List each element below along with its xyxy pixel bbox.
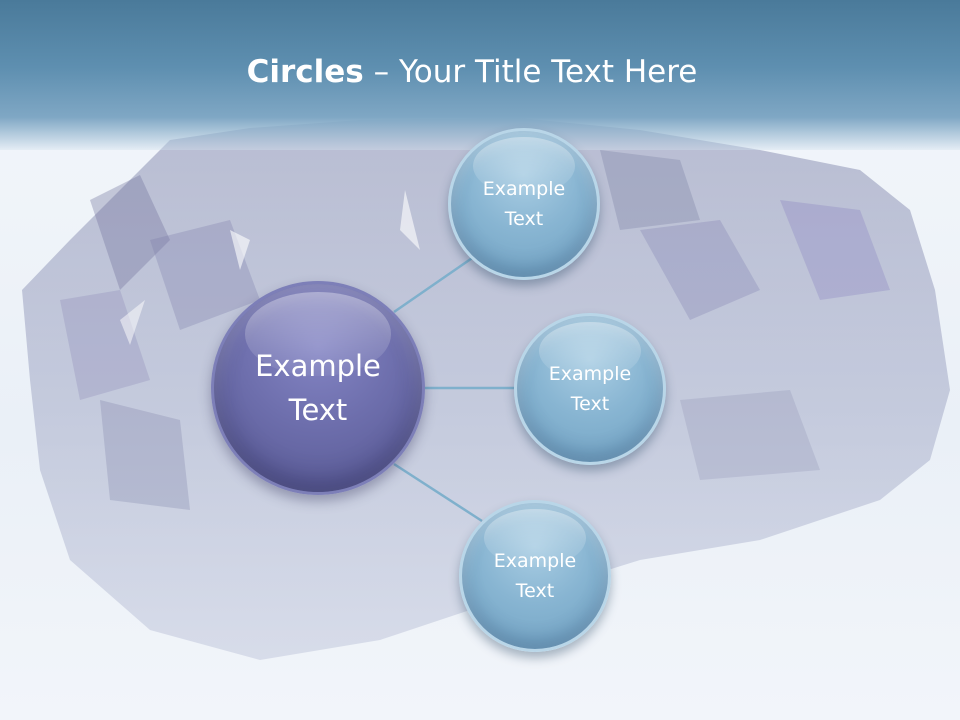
crystal-highlight (120, 300, 145, 345)
title-bold-word: Circles (246, 54, 364, 90)
center-label-line2: Text (288, 393, 348, 427)
satellite-label-line1: Example (493, 550, 577, 572)
crystal-facet (600, 150, 700, 230)
crystal-facet (100, 400, 190, 510)
crystal-facet (680, 390, 820, 480)
satellite-label-line2: Text (504, 208, 544, 230)
crystal-highlight (400, 190, 420, 250)
satellite-label: Example Text (477, 546, 594, 606)
satellite-label-line1: Example (482, 178, 566, 200)
satellite-circle-bottom[interactable]: Example Text (459, 500, 611, 652)
crystal-facet (780, 200, 890, 300)
connector-line-bottom (393, 462, 483, 523)
slide-title: Circles – Your Title Text Here (0, 54, 944, 90)
crystal-facet (640, 220, 760, 320)
title-bar (0, 0, 960, 150)
center-circle[interactable]: Example Text (211, 281, 425, 495)
crystal-highlight (230, 230, 250, 270)
center-circle-label: Example Text (235, 344, 401, 432)
crystal-facet (90, 175, 170, 290)
satellite-label: Example Text (532, 359, 649, 419)
satellite-label-line1: Example (548, 363, 632, 385)
satellite-label-line2: Text (515, 580, 555, 602)
satellite-circle-top[interactable]: Example Text (448, 128, 600, 280)
title-rest: – Your Title Text Here (363, 54, 698, 90)
satellite-circle-middle[interactable]: Example Text (514, 313, 666, 465)
satellite-label-line2: Text (570, 393, 610, 415)
connector-line-top (393, 252, 479, 314)
crystal-facet (150, 220, 260, 330)
satellite-label: Example Text (466, 174, 583, 234)
center-label-line1: Example (255, 349, 381, 383)
